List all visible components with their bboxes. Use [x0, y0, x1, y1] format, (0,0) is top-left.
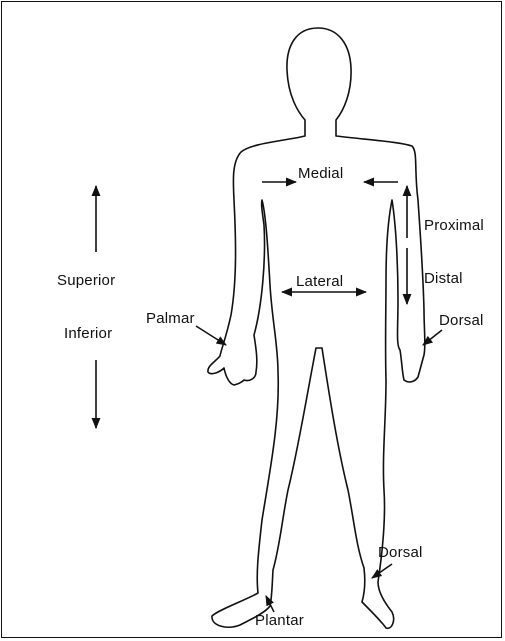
dorsal-hand-label: Dorsal — [439, 312, 484, 329]
body-outline — [208, 28, 425, 628]
proximal-label: Proximal — [424, 217, 484, 234]
palmar-pointer — [196, 326, 226, 345]
plantar-label: Plantar — [255, 612, 304, 629]
superior-label: Superior — [57, 272, 115, 289]
palmar-label: Palmar — [146, 310, 195, 327]
lateral-label: Lateral — [296, 273, 343, 290]
inferior-label: Inferior — [64, 325, 112, 342]
dorsal-foot-label: Dorsal — [378, 544, 423, 561]
dorsal-foot-pointer — [372, 564, 392, 578]
distal-label: Distal — [424, 270, 463, 287]
dorsal-hand-pointer — [423, 330, 442, 345]
medial-label: Medial — [298, 165, 343, 182]
